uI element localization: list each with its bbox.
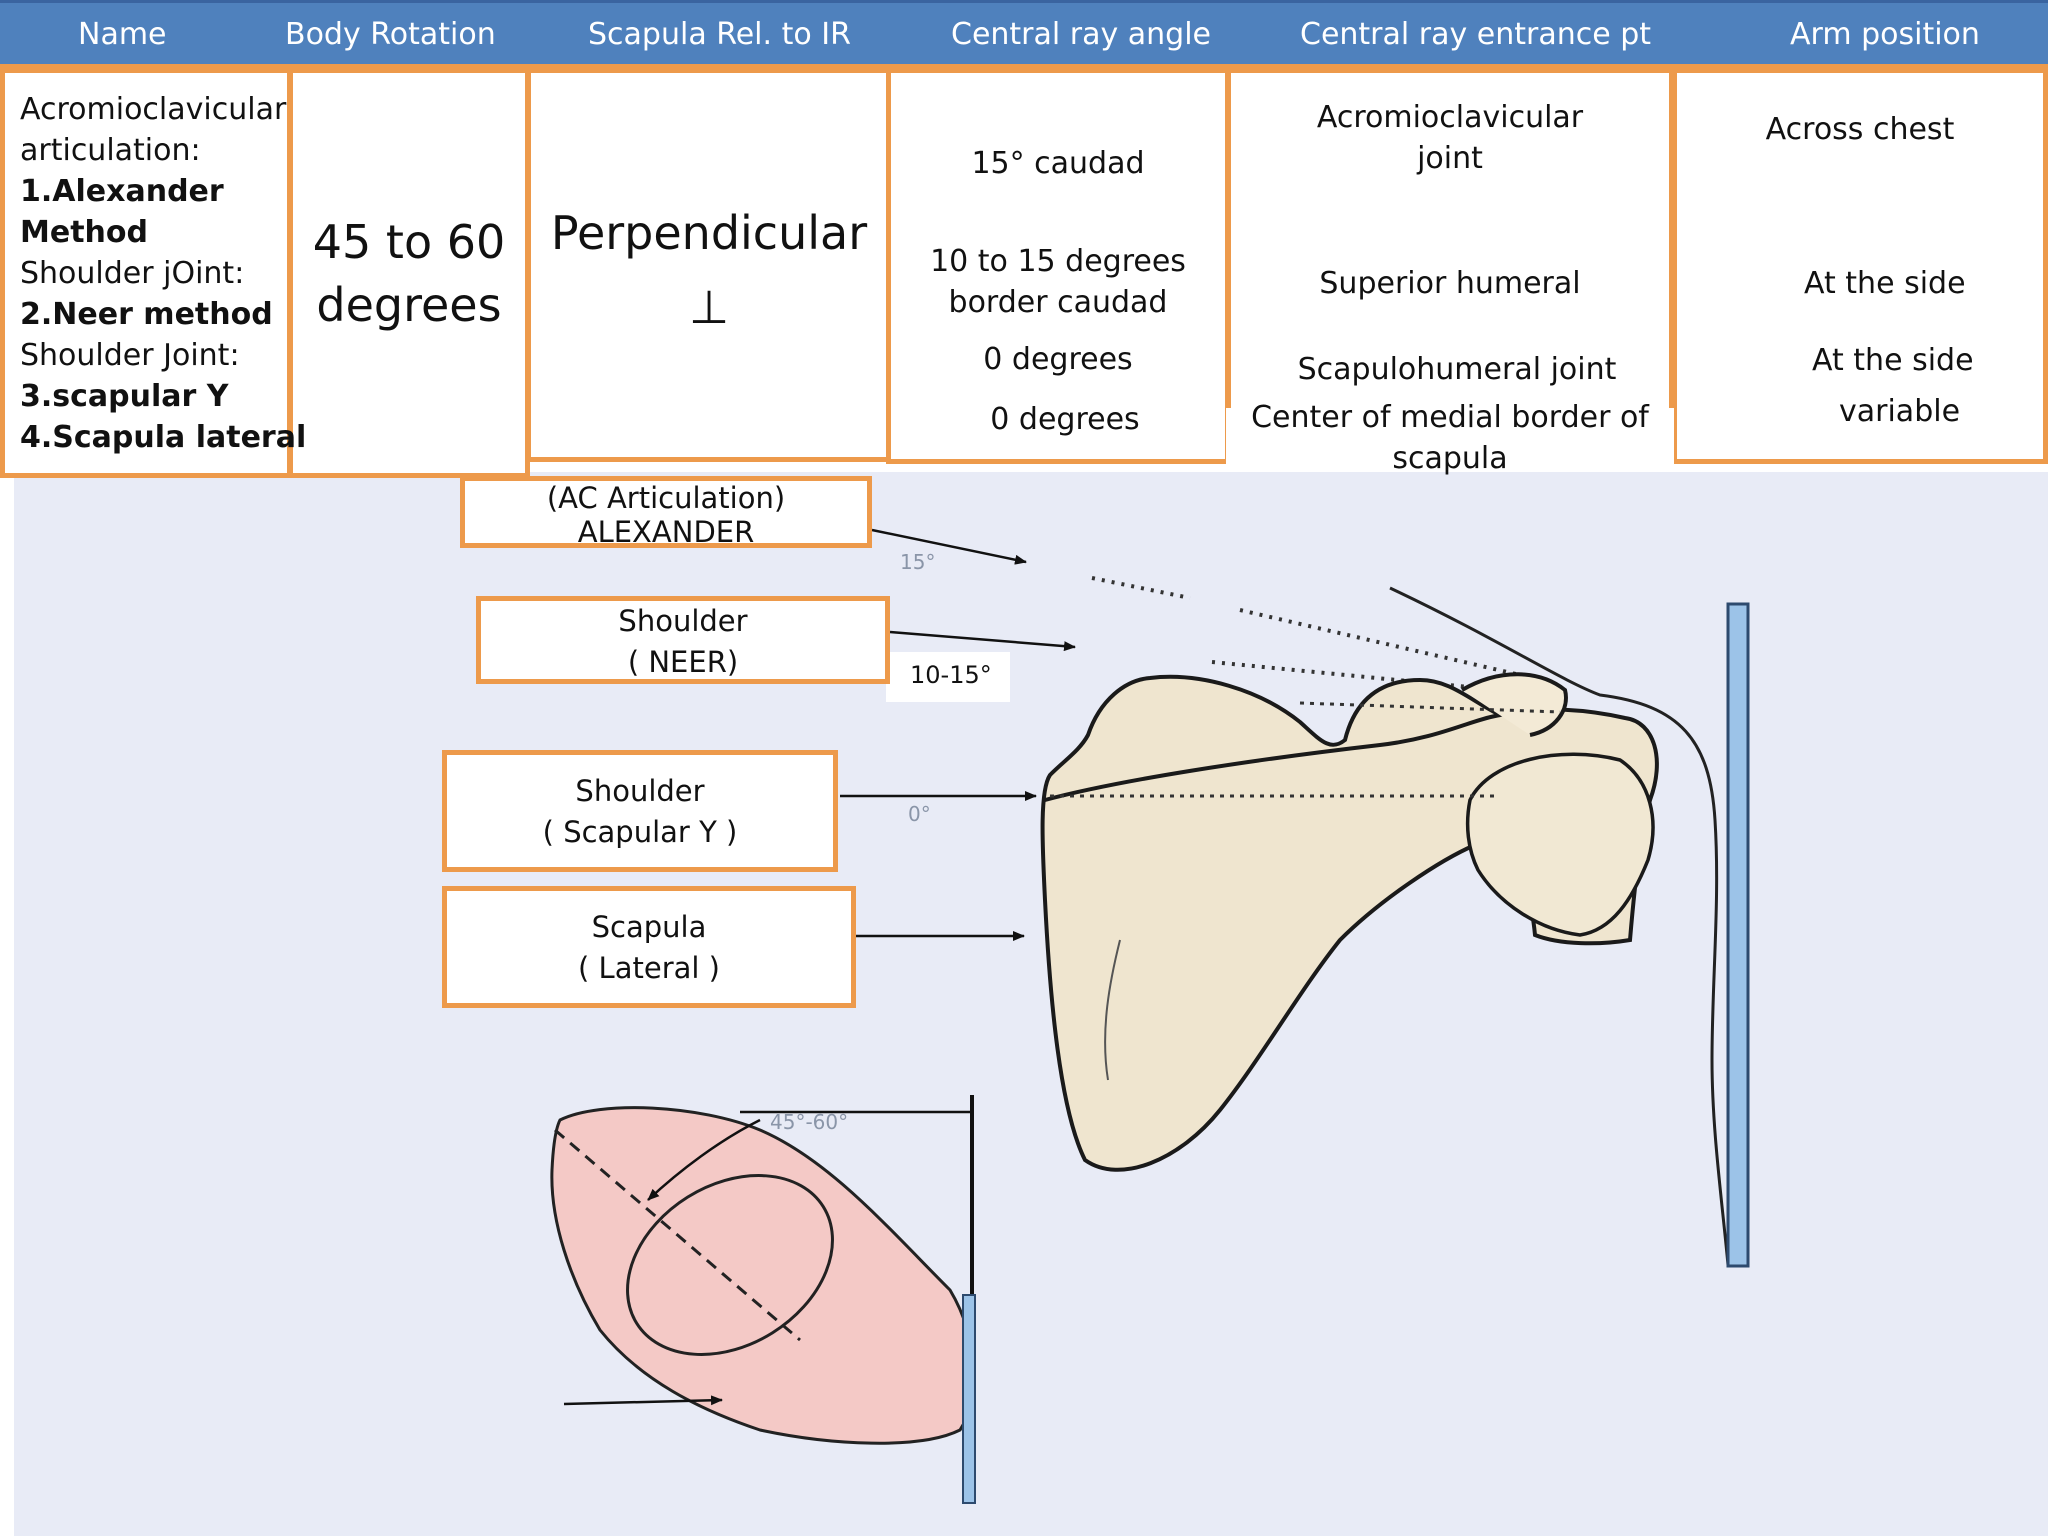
axial-image-receptor (962, 1294, 976, 1504)
ray-angle-neer-line-1: 10 to 15 degrees (930, 244, 1186, 279)
header-name: Name (78, 17, 167, 52)
ray-angle-alexander: 15° caudad (971, 146, 1145, 181)
image-receptor (1726, 602, 1750, 1268)
ray-arrow-alexander (871, 528, 1027, 565)
name-line-1: Acromioclavicular (20, 92, 287, 127)
dotted-projection-3 (1211, 660, 1501, 692)
name-line-7: Shoulder Joint: (20, 338, 240, 373)
dotted-projection-2 (1239, 608, 1521, 677)
label-neer-line-1: Shoulder (618, 604, 748, 638)
name-line-8: 3.scapular Y (20, 379, 229, 414)
ray-entrance-overflow-box (1226, 408, 1674, 464)
ray-angle-scapular-y: 0 degrees (983, 342, 1133, 377)
diagram-background (14, 472, 2048, 1536)
header-body-rotation: Body Rotation (285, 17, 496, 52)
scapula-rel-value: Perpendicular (550, 206, 868, 260)
label-neer-line-2: ( NEER) (627, 645, 739, 679)
arm-position-cell (1672, 68, 2048, 464)
header-ray-angle: Central ray angle (951, 17, 1212, 52)
angle-10-15-box (886, 652, 1010, 702)
name-line-2: articulation: (20, 133, 201, 168)
arm-across-chest: Across chest (1765, 112, 1955, 147)
entrance-lateral-line-2: scapula (1392, 441, 1508, 476)
axial-ray-arrow (563, 1395, 723, 1406)
header-arm-position: Arm position (1790, 17, 1980, 52)
name-line-5: Shoulder jOint: (20, 256, 245, 291)
scapula-shading (1104, 939, 1121, 1081)
table-header: Name Body Rotation Scapula Rel. to IR Ce… (0, 0, 2048, 68)
dotted-acromion-line (1299, 701, 1561, 714)
body-rotation-line-2: degrees (316, 278, 502, 332)
ray-angle-neer-line-2: border caudad (948, 285, 1168, 320)
label-y-line-2: ( Scapular Y ) (542, 815, 738, 849)
header-ray-entrance: Central ray entrance pt (1300, 17, 1652, 52)
arm-variable: variable (1839, 394, 1961, 429)
body-rotation-line-1: 45 to 60 (312, 215, 506, 269)
label-lateral-line-1: Scapula (591, 910, 707, 944)
label-ac-line-2: ALEXANDER (577, 515, 755, 549)
ray-arrow-neer (889, 630, 1076, 652)
entrance-neer: Superior humeral (1319, 266, 1581, 301)
name-line-9: 4.Scapula lateral (20, 420, 307, 455)
angle-0: 0° (908, 802, 931, 826)
label-lateral-line-2: ( Lateral ) (578, 951, 720, 985)
name-line-3: 1.Alexander (20, 174, 224, 209)
angle-45-60: 45°-60° (770, 1110, 849, 1134)
arm-at-side-1: At the side (1804, 266, 1966, 301)
label-y-line-1: Shoulder (575, 774, 705, 808)
ray-angle-scapula-lateral: 0 degrees (990, 402, 1140, 437)
shoulder-skin-outline (1389, 586, 1730, 1266)
label-ac-alexander: (AC Articulation) ALEXANDER (460, 476, 872, 549)
ray-entrance-cell (1226, 68, 1674, 462)
header-scapula-rel: Scapula Rel. to IR (588, 17, 851, 52)
angle-arc-arrow (647, 1118, 761, 1201)
name-line-4: Method (20, 215, 148, 250)
dotted-projection-1 (1091, 576, 1191, 600)
entrance-alexander-line-2: joint (1417, 141, 1483, 176)
arm-at-side-2: At the side (1812, 343, 1974, 378)
shoulder-cross-section (626, 1174, 834, 1356)
entrance-scapular-y: Scapulohumeral joint (1297, 352, 1617, 387)
acromion-process (1460, 672, 1568, 737)
name-cell (0, 68, 292, 478)
label-scapula-lateral: Scapula ( Lateral ) (442, 886, 856, 1008)
angle-10-15: 10-15° (910, 661, 992, 689)
label-shoulder-neer: Shoulder ( NEER) (476, 596, 890, 684)
scapular-spine (1044, 713, 1501, 802)
perpendicular-symbol: ⊥ (688, 280, 730, 334)
body-plane-line (554, 1128, 801, 1342)
entrance-alexander-line-1: Acromioclavicular (1316, 100, 1584, 135)
scapula-rel-cell (526, 68, 892, 462)
humeral-head (1465, 752, 1655, 937)
label-shoulder-scapular-y: Shoulder ( Scapular Y ) (442, 750, 838, 872)
label-ac-line-1: (AC Articulation) (546, 481, 786, 515)
entrance-lateral-line-1: Center of medial border of (1251, 400, 1649, 435)
ray-angle-cell (886, 68, 1230, 464)
name-line-6: 2.Neer method (20, 297, 273, 332)
angle-15: 15° (900, 550, 936, 574)
